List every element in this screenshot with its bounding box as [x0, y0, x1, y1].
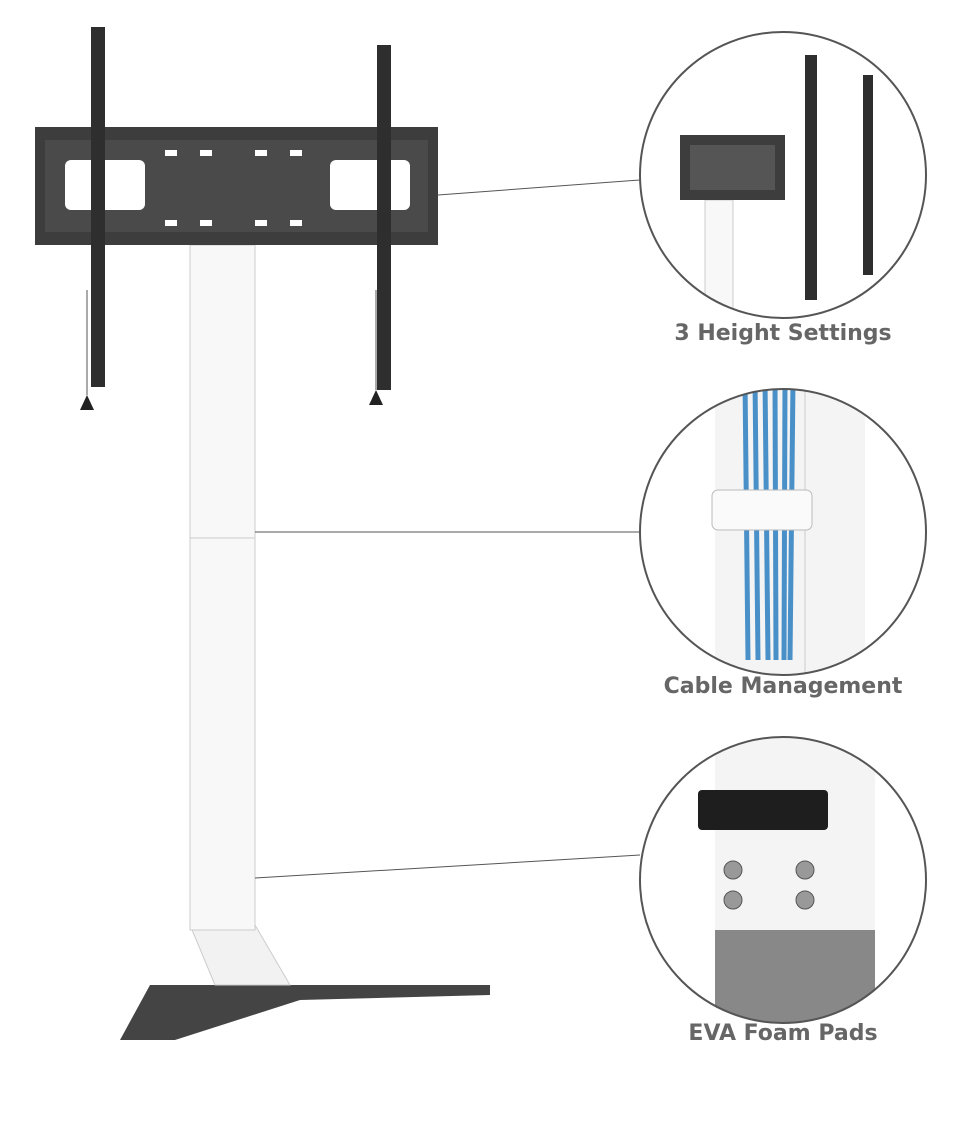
left-rail [91, 27, 105, 387]
base-foot [120, 985, 490, 1040]
pole [189, 244, 256, 931]
connector-line [437, 179, 641, 196]
base-leg [189, 924, 291, 986]
feature-label-cable-management: Cable Management [663, 674, 903, 699]
foam-pad-detail-icon [639, 736, 927, 1024]
cable-clip-detail-icon [639, 388, 927, 676]
connector-line [254, 854, 641, 879]
height-settings-detail-icon [639, 31, 927, 319]
tv-stand [35, 27, 490, 1040]
right-rail [377, 45, 391, 390]
feature-label-eva-foam-pads: EVA Foam Pads [688, 1021, 878, 1046]
feature-label-height-settings: 3 Height Settings [674, 321, 892, 346]
